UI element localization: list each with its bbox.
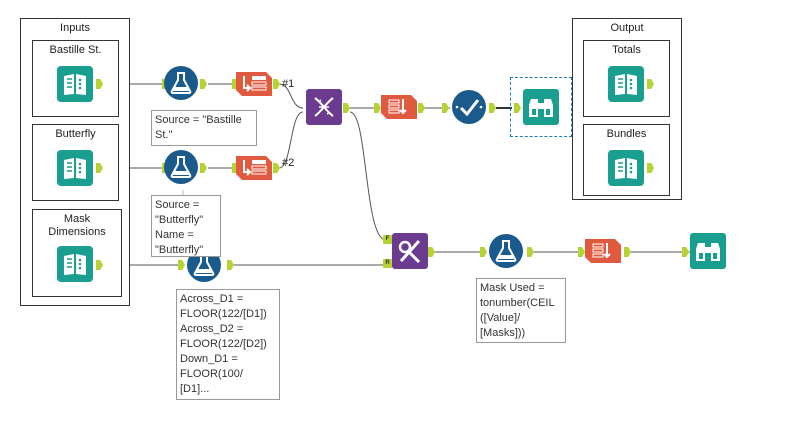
input-data-tool-butterfly[interactable] (57, 150, 93, 186)
arrange-tool[interactable] (381, 89, 417, 125)
join-r-anchor[interactable]: R (383, 259, 392, 268)
input-anchor[interactable] (514, 103, 521, 113)
output-anchor[interactable] (489, 103, 496, 113)
join-f-anchor[interactable]: F (383, 235, 392, 244)
output-anchor[interactable] (96, 79, 103, 89)
join-tool[interactable] (392, 233, 428, 269)
flask-icon (164, 150, 198, 184)
transpose-tool-2[interactable] (236, 150, 272, 186)
input-anchor[interactable] (682, 247, 689, 257)
output-anchor[interactable] (273, 163, 280, 173)
output-anchor[interactable] (428, 247, 435, 257)
transpose-tool-1[interactable] (236, 66, 272, 102)
book-icon (57, 246, 93, 282)
connection-label-1: #1 (282, 78, 295, 90)
output-anchor[interactable] (527, 247, 534, 257)
formula-tool-1[interactable] (163, 65, 199, 101)
input-data-tool-bundles[interactable] (608, 150, 644, 186)
output-anchor[interactable] (273, 79, 280, 89)
annotation-source-bastille: Source = "Bastille St." (151, 110, 257, 146)
output-anchor[interactable] (227, 260, 234, 270)
book-icon (57, 150, 93, 186)
table-arrow-icon (236, 72, 272, 96)
input-anchor[interactable] (442, 103, 449, 113)
output-anchor[interactable] (418, 103, 425, 113)
input-anchor[interactable] (374, 103, 381, 113)
formula-tool-4[interactable] (488, 233, 524, 269)
annotation-source-butterfly: Source = "Butterfly" Name = "Butterfly" (151, 195, 221, 257)
output-anchor[interactable] (343, 103, 350, 113)
table-arrow-icon (236, 156, 272, 180)
input-data-tool-bastille[interactable] (57, 66, 93, 102)
input-anchor[interactable] (232, 79, 239, 89)
dna-icon (306, 89, 342, 125)
output-anchor[interactable] (647, 163, 654, 173)
table-sort-icon (381, 95, 417, 119)
union-tool[interactable] (306, 89, 342, 125)
output-anchor[interactable] (624, 247, 631, 257)
bastille-box-title: Bastille St. (49, 44, 102, 56)
book-icon (608, 66, 644, 102)
output-anchor[interactable] (647, 79, 654, 89)
bundles-box-title: Bundles (606, 128, 647, 140)
input-anchor[interactable] (232, 163, 239, 173)
input-anchor[interactable] (578, 247, 585, 257)
output-anchor[interactable] (96, 163, 103, 173)
check-icon (452, 90, 486, 124)
arrange-tool-2[interactable] (585, 233, 621, 269)
totals-box-title: Totals (612, 44, 641, 56)
output-container-title: Output (610, 22, 644, 34)
formula-tool-2[interactable] (163, 149, 199, 185)
input-anchor[interactable] (480, 247, 487, 257)
browse-tool-2[interactable] (690, 233, 726, 269)
table-sort-icon (585, 239, 621, 263)
input-data-tool-mask-dimensions[interactable] (57, 246, 93, 282)
output-anchor[interactable] (200, 79, 207, 89)
join-icon (392, 233, 428, 269)
mask-dimensions-box-title: Mask Dimensions (48, 213, 106, 238)
book-icon (57, 66, 93, 102)
flask-icon (489, 234, 523, 268)
annotation-mask-used: Mask Used = tonumber(CEIL ([Value]/ [Mas… (476, 278, 566, 343)
output-anchor[interactable] (96, 260, 103, 270)
book-icon (608, 150, 644, 186)
output-anchor[interactable] (200, 163, 207, 173)
connection-label-2: #2 (282, 157, 295, 169)
binoculars-icon (690, 233, 726, 269)
binoculars-icon (523, 89, 559, 125)
check-tool[interactable] (451, 89, 487, 125)
input-anchor[interactable] (178, 260, 185, 270)
input-data-tool-totals[interactable] (608, 66, 644, 102)
butterfly-box-title: Butterfly (55, 128, 96, 140)
inputs-container-title: Inputs (60, 22, 90, 34)
flask-icon (164, 66, 198, 100)
browse-tool-1[interactable] (523, 89, 559, 125)
annotation-across-down: Across_D1 = FLOOR(122/[D1]) Across_D2 = … (176, 289, 280, 400)
